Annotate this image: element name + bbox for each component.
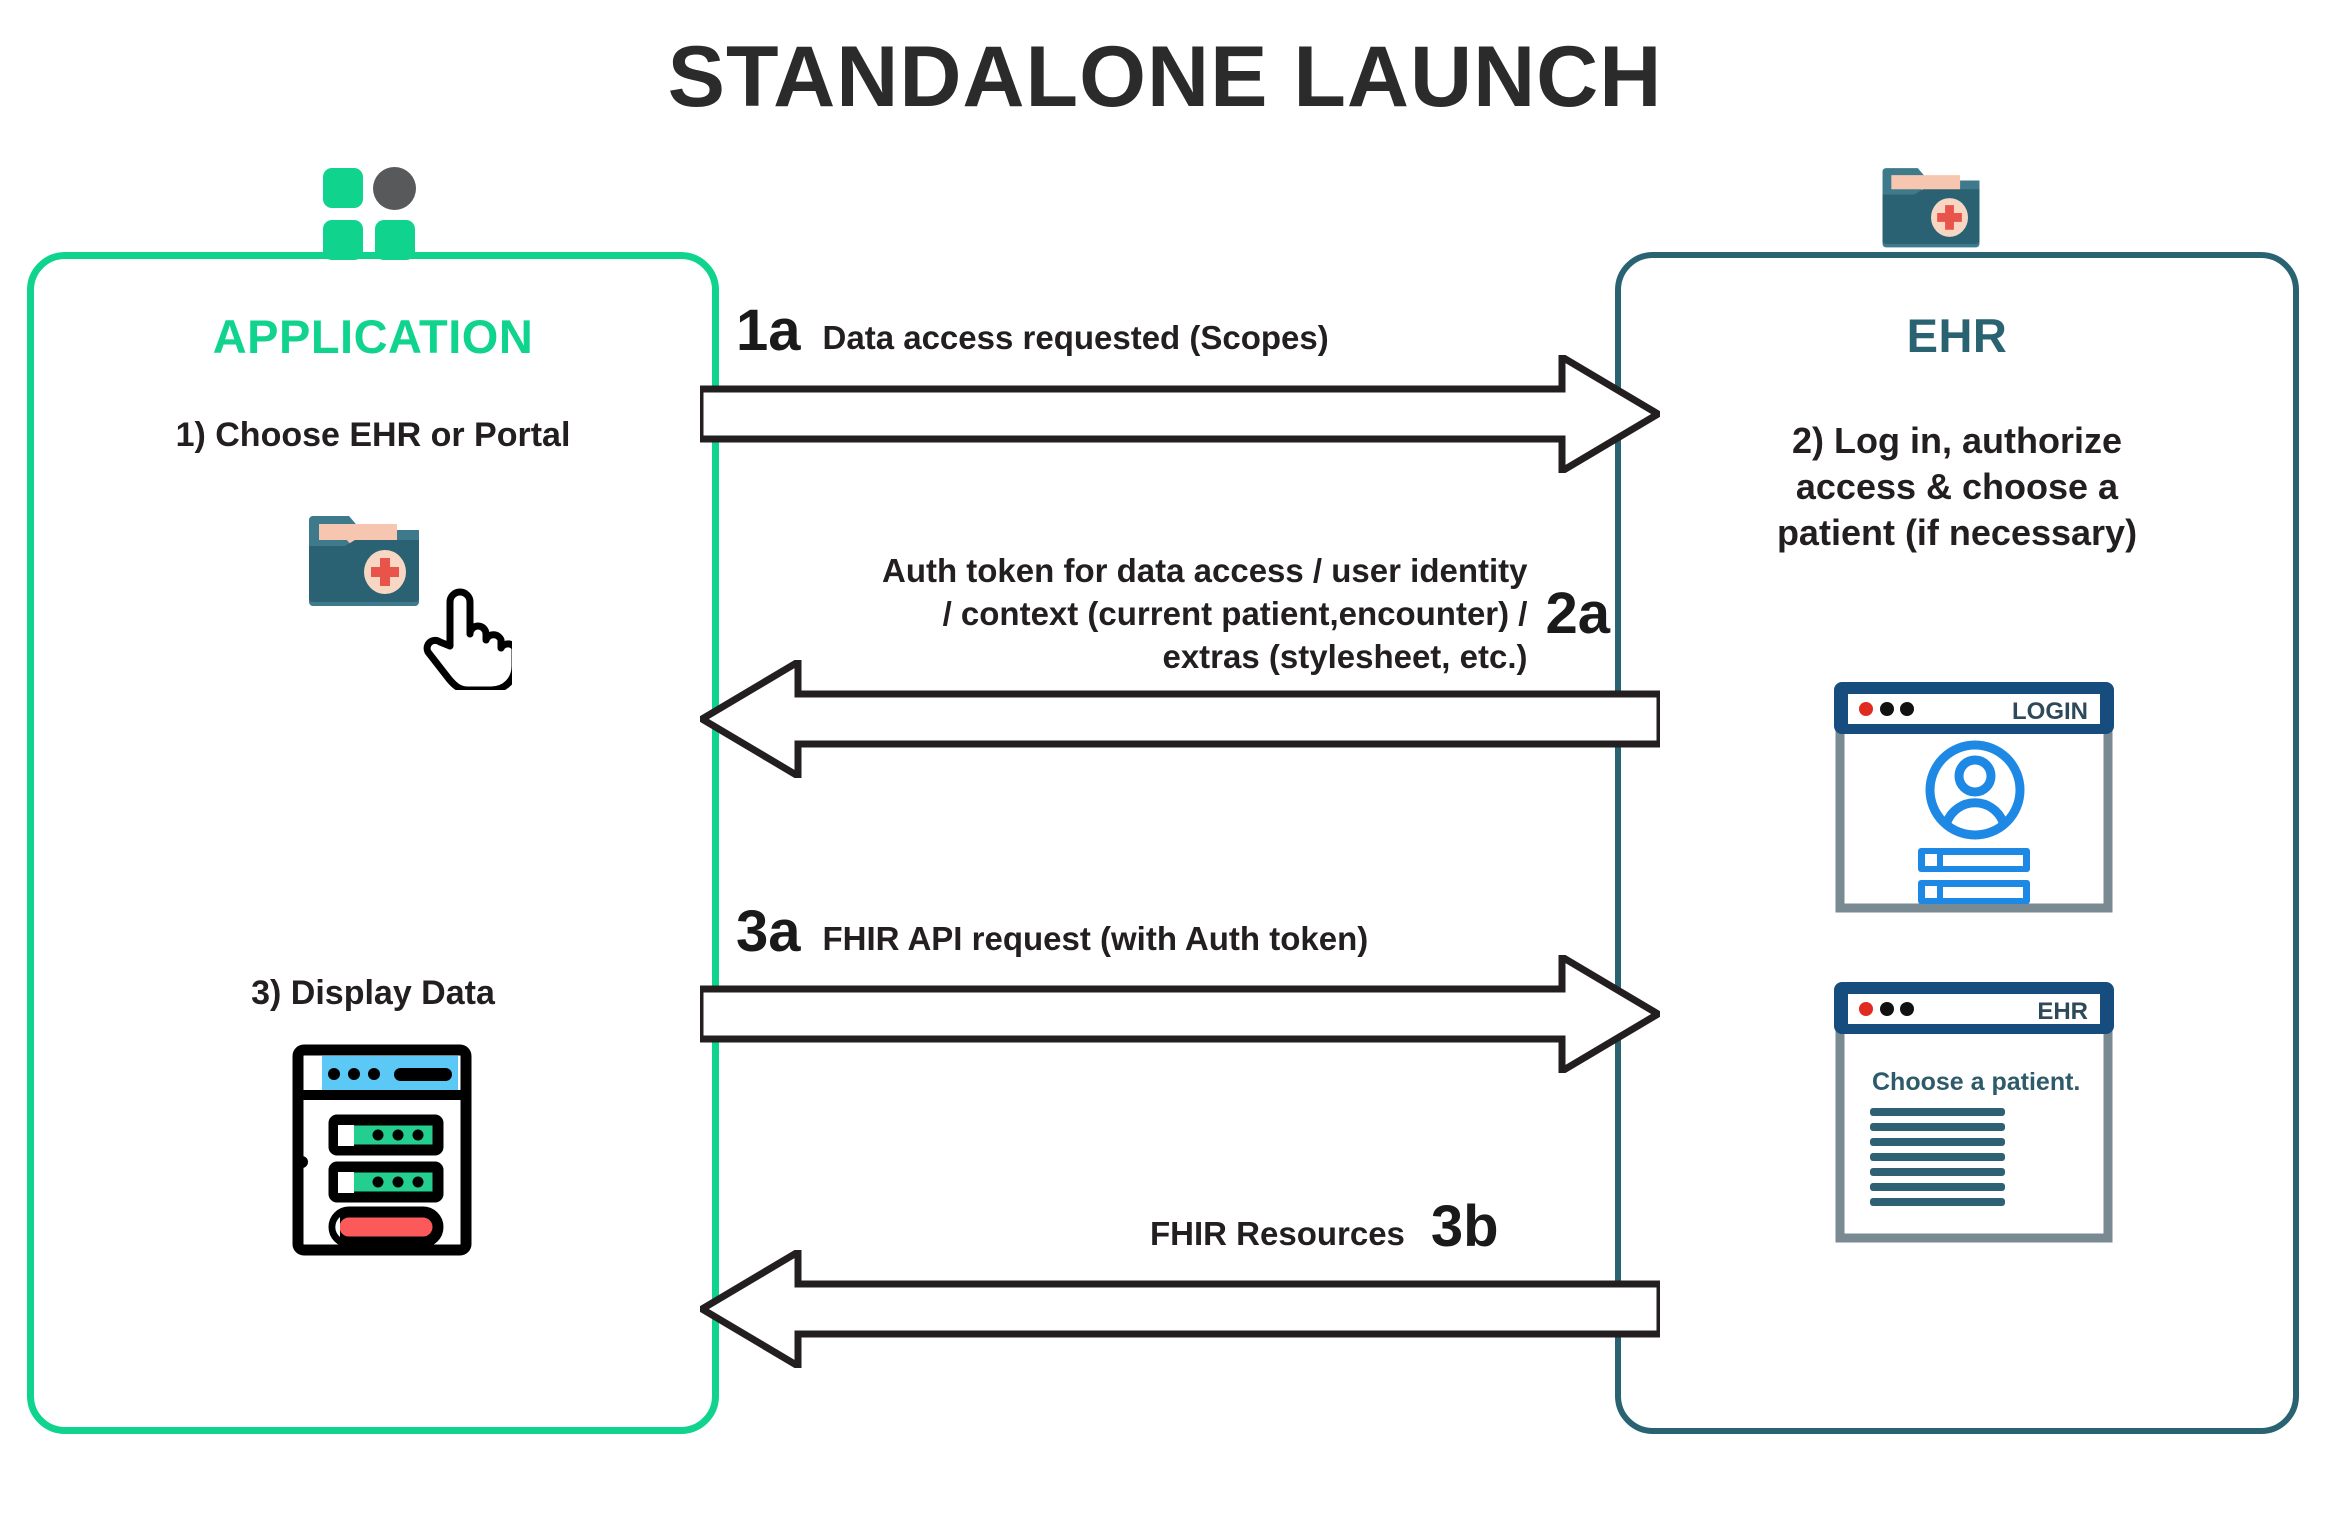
app-window-icon: [292, 1044, 472, 1256]
flow-step-number-1a: 1a: [736, 298, 801, 363]
flow-step-number-3b: 3b: [1430, 1194, 1499, 1259]
app-node-circle: [373, 167, 416, 210]
flow-message-2a: Auth token for data access / user identi…: [740, 550, 1528, 679]
ehr-step-2-line-2: access & choose a: [1795, 466, 2119, 508]
application-step-3-label: 3) Display Data: [251, 974, 495, 1012]
flow-label-2a: Auth token for data access / user identi…: [740, 550, 1610, 679]
app-node-square-bottom-left: [323, 220, 363, 260]
login-window: LOGIN: [1830, 680, 2120, 918]
app-node-square-top-left: [323, 168, 363, 208]
flow-message-2a-line-3: extras (stylesheet, etc.): [1162, 637, 1528, 675]
flow-label-3a: 3a FHIR API request (with Auth token): [736, 903, 1368, 961]
flow-label-3b: FHIR Resources 3b: [1150, 1198, 1499, 1256]
medical-folder-icon: [309, 516, 419, 606]
ehr-step-2-line-1: 2) Log in, authorize: [1792, 420, 2122, 461]
ehr-window-title: EHR: [2037, 998, 2088, 1025]
ehr-window-body-text: Choose a patient.: [1872, 1068, 2080, 1096]
flow-message-3b: FHIR Resources: [1150, 1215, 1405, 1253]
app-node-square-bottom-right: [375, 220, 415, 260]
user-avatar-icon: [1925, 740, 2025, 840]
flow-arrow-3a: [700, 955, 1660, 1073]
flow-arrow-1a: [700, 355, 1660, 473]
flow-step-number-3a: 3a: [736, 899, 801, 964]
page-title: STANDALONE LAUNCH: [667, 29, 1663, 125]
flow-arrow-2a: [700, 660, 1660, 778]
ehr-step-2-line-3: patient (if necessary): [1776, 512, 2138, 554]
login-window-title: LOGIN: [2012, 698, 2088, 725]
ehr-step-2-label: 2) Log in, authorize access & choose a p…: [1621, 418, 2293, 556]
pointing-hand-cursor: [423, 588, 512, 690]
flow-message-2a-line-1: Auth token for data access / user identi…: [881, 552, 1528, 589]
application-step-1-label: 1) Choose EHR or Portal: [175, 416, 571, 454]
ehr-mini-window: EHR Choose a patient.: [1830, 980, 2120, 1248]
app-node-icon: [316, 167, 436, 260]
login-window-graphic: LOGIN: [1834, 682, 2114, 913]
flow-message-1a: Data access requested (Scopes): [822, 319, 1329, 357]
medical-folder-icon: [1882, 168, 1980, 248]
flow-label-1a: 1a Data access requested (Scopes): [736, 302, 1329, 360]
ehr-window-lines: [1870, 1108, 2005, 1206]
ehr-window-graphic: EHR Choose a patient.: [1834, 982, 2114, 1243]
application-panel-title: APPLICATION: [212, 310, 534, 363]
flow-message-3a: FHIR API request (with Auth token): [822, 920, 1369, 958]
flow-step-number-2a: 2a: [1545, 581, 1610, 647]
flow-arrow-3b: [700, 1250, 1660, 1368]
flow-message-2a-line-2: / context (current patient,encounter) /: [942, 594, 1528, 632]
ehr-panel-title: EHR: [1906, 309, 2008, 362]
